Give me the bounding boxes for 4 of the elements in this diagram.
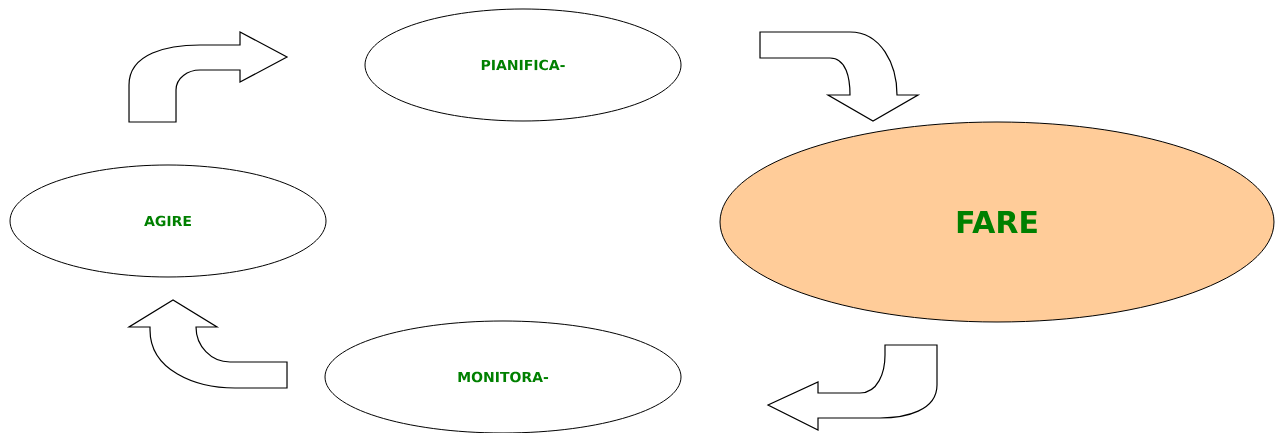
curved-block-arrow — [767, 344, 938, 431]
curved-block-arrow — [128, 299, 288, 389]
curved-block-arrow — [128, 31, 288, 123]
curved-block-arrow — [759, 31, 919, 122]
